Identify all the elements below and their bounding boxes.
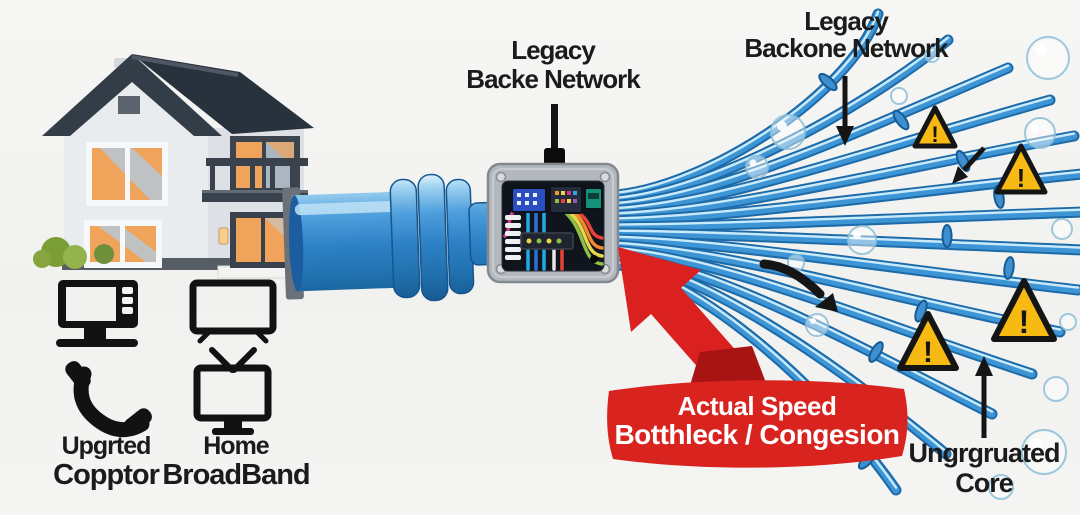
bubble (1024, 117, 1056, 149)
circuit-module (549, 185, 583, 214)
label-line: Ungrgruated (908, 438, 1061, 468)
banner-line: Actual Speed (677, 391, 837, 421)
warning-icon: ! (912, 105, 958, 149)
bubble (847, 225, 877, 255)
label-legacy-backbone-right: Legacy Backone Network (744, 6, 948, 63)
bubble (988, 474, 1014, 500)
phone-handset-icon (65, 361, 152, 438)
warning-icon: ! (897, 311, 959, 371)
banner-line: Botthleck / Congesion (614, 419, 900, 450)
bubble (1043, 376, 1069, 402)
label-line: BroadBand (162, 459, 310, 491)
banner-ribbon (607, 380, 908, 468)
label-unupgraded-core: Ungrgruated Core (908, 438, 1061, 498)
label-line: Upgrted (61, 432, 152, 460)
bubble (805, 313, 829, 337)
bubble (1051, 218, 1073, 240)
svg-text:!: ! (931, 122, 938, 147)
svg-text:!: ! (1019, 304, 1030, 340)
backbone-pointer-wire (551, 104, 558, 154)
flat-tv-icon (189, 279, 277, 344)
warning-icon: ! (991, 278, 1057, 342)
svg-text:!: ! (1017, 163, 1026, 193)
window (84, 220, 162, 268)
label-upgraded-copper: Upgrted Copptor (53, 432, 160, 491)
warning-icon: ! (994, 143, 1048, 195)
svg-text:!: ! (923, 336, 933, 369)
arrow-up-icon (975, 356, 993, 438)
device-icons (56, 279, 277, 438)
label-line: Core (955, 468, 1014, 498)
label-line: Backe Network (466, 64, 640, 94)
circuit-module (511, 187, 547, 213)
small-arrow-icon (952, 146, 986, 184)
bubble (890, 87, 908, 105)
annotation-arrows (759, 76, 993, 438)
label-line: Copptor (53, 459, 160, 491)
antenna-tv-icon (193, 347, 272, 435)
arrow-down-icon (836, 76, 854, 146)
bubble (1059, 313, 1077, 331)
broadband-pipe (282, 173, 511, 302)
junction-box (486, 104, 620, 284)
window (86, 142, 168, 206)
balcony (202, 136, 308, 202)
label-line: Home (203, 432, 269, 460)
bubble (924, 47, 940, 63)
pipe-connector (389, 173, 500, 302)
junction-wires (503, 210, 604, 271)
bottleneck-banner-text: Actual Speed Botthleck / Congesion (614, 391, 900, 450)
bubble (745, 155, 769, 179)
label-line: Backone Network (744, 33, 948, 63)
house-illustration (33, 54, 314, 279)
label-line: Legacy (511, 35, 596, 65)
bubble (1026, 36, 1070, 80)
bubbles (745, 36, 1077, 500)
bubble (1021, 429, 1067, 475)
cable-ring (818, 72, 1015, 470)
label-line: Legacy (804, 6, 889, 36)
warning-icons: ! ! ! ! (897, 105, 1057, 371)
bush (33, 237, 87, 269)
desktop-computer-icon (56, 280, 138, 347)
label-legacy-backbone-center: Legacy Backe Network (466, 35, 640, 94)
elbow-arrow-icon (759, 259, 838, 312)
bubble (770, 114, 806, 150)
label-home-broadband: Home BroadBand (162, 432, 310, 491)
